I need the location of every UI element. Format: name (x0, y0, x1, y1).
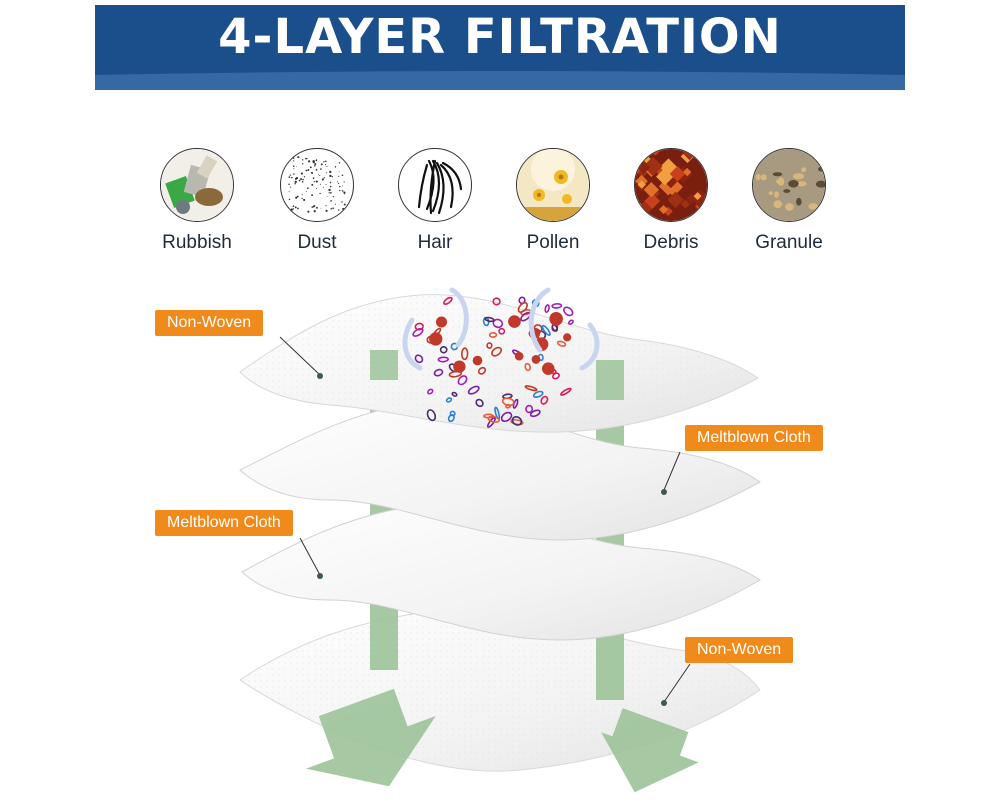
air-swirl-arrows (402, 287, 600, 371)
particle-label: Granule (755, 232, 823, 253)
debris-icon (634, 148, 708, 222)
airflow-arrow-right (601, 708, 699, 793)
layer-4-tag: Non-Woven (685, 637, 794, 663)
title-banner: 4-LAYER FILTRATION (95, 5, 905, 90)
dust-icon (280, 148, 354, 222)
particle-label: Hair (417, 232, 453, 253)
particle-rubbish: Rubbish (142, 148, 252, 254)
particle-label: Rubbish (162, 232, 232, 253)
particle-icons-row: Rubbish Dust Hair (160, 148, 840, 258)
particle-pollen: Pollen (498, 148, 608, 254)
layer-1-sheet (239, 294, 759, 433)
particle-granule: Granule (734, 148, 844, 254)
particle-debris: Debris (616, 148, 726, 254)
pollen-icon (516, 148, 590, 222)
particle-label: Pollen (526, 232, 580, 253)
leader-lines (279, 336, 691, 706)
layer-3-tag: Meltblown Cloth (155, 510, 293, 536)
particle-cloud (412, 296, 574, 428)
hair-icon (398, 148, 472, 222)
particle-label: Debris (643, 232, 699, 253)
filtration-layers-diagram (239, 287, 761, 793)
particle-hair: Hair (380, 148, 490, 254)
particle-label: Dust (297, 232, 337, 253)
page-title: 4-LAYER FILTRATION (218, 9, 782, 65)
banner-swoosh (95, 71, 905, 90)
rubbish-icon (160, 148, 234, 222)
layer-1-tag: Non-Woven (155, 310, 264, 336)
particle-dust: Dust (262, 148, 372, 254)
granule-icon (752, 148, 826, 222)
airflow-arrow-left (305, 688, 436, 787)
layer-2-tag: Meltblown Cloth (685, 425, 823, 451)
